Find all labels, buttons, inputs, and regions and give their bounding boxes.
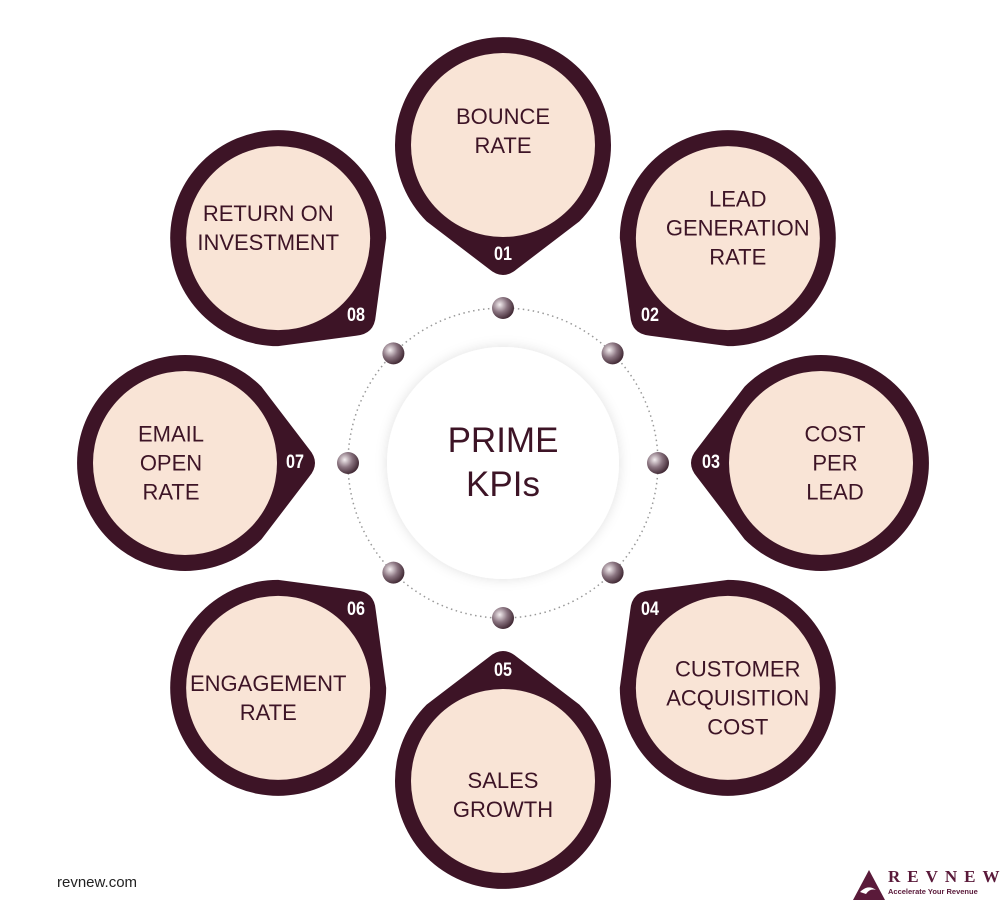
- center-title: PRIME KPIs: [448, 419, 559, 507]
- logo-brand: REVNEW: [888, 867, 1004, 886]
- kpi-label: COST PER LEAD: [745, 420, 925, 507]
- kpi-label-line: CUSTOMER: [675, 656, 801, 682]
- center-circle: [387, 347, 619, 579]
- kpi-label: SALES GROWTH: [413, 766, 593, 824]
- kpi-label: LEAD GENERATION RATE: [648, 185, 828, 272]
- kpi-label-line: PER: [812, 450, 858, 476]
- bubble-fill: [186, 146, 371, 331]
- kpi-label-line: RATE: [239, 699, 297, 725]
- kpi-label-line: RETURN ON: [202, 201, 334, 227]
- kpi-bubble-05: [395, 651, 611, 889]
- title-line: PRIME: [447, 421, 559, 460]
- bubble-fill: [729, 371, 913, 555]
- kpi-bubble-06: [170, 579, 387, 796]
- kpi-label-line: LEAD: [806, 479, 864, 505]
- orbit-sphere: [492, 297, 514, 319]
- kpi-number: 08: [346, 304, 365, 326]
- bubble-fill: [635, 146, 820, 331]
- kpi-label-line: ACQUISITION: [666, 685, 810, 711]
- bubble-fill: [186, 595, 371, 780]
- kpi-number: 05: [494, 660, 512, 681]
- kpi-number: 04: [641, 599, 660, 621]
- kpi-label-line: OPEN: [139, 450, 203, 476]
- orbit-sphere: [337, 452, 359, 474]
- logo-tagline: Accelerate Your Revenue: [888, 887, 978, 896]
- orbit-sphere: [382, 561, 405, 584]
- kpi-bubble-08: [170, 130, 387, 347]
- orbit-sphere: [492, 607, 514, 629]
- footer-url: revnew.com: [57, 874, 138, 891]
- kpi-label-line: GENERATION: [665, 215, 810, 241]
- bubble-fill: [411, 689, 595, 873]
- orbit-sphere: [601, 342, 624, 365]
- kpi-label-line: BOUNCE: [455, 104, 551, 129]
- kpi-label: BOUNCE RATE: [413, 102, 593, 160]
- kpi-label-line: COST: [804, 421, 866, 447]
- kpi-label: EMAIL OPEN RATE: [81, 420, 261, 507]
- kpi-bubble-01: [395, 37, 611, 276]
- bubble-fill: [635, 595, 820, 780]
- kpi-number: 01: [494, 244, 512, 265]
- kpi-label-line: GROWTH: [452, 797, 554, 822]
- bubble-fill: [411, 53, 595, 237]
- kpi-number: 03: [702, 452, 720, 473]
- kpi-label-line: ENGAGEMENT: [190, 670, 347, 696]
- kpi-label-line: EMAIL: [137, 421, 205, 447]
- kpi-bubble-02: [619, 130, 836, 347]
- revnew-logo: REVNEW Accelerate Your Revenue: [852, 866, 1002, 906]
- bubble-fill: [93, 371, 277, 555]
- kpi-label-line: RATE: [709, 244, 767, 270]
- kpi-label: CUSTOMER ACQUISITION COST: [648, 654, 828, 741]
- logo-mountain-icon: [853, 870, 885, 900]
- orbit-sphere: [647, 452, 669, 474]
- kpi-number: 02: [641, 304, 660, 326]
- kpi-label-line: SALES: [467, 768, 539, 793]
- kpi-label: ENGAGEMENT RATE: [178, 669, 358, 727]
- kpi-label-line: INVESTMENT: [197, 230, 340, 256]
- kpi-bubble-04: [619, 579, 836, 796]
- kpi-label-line: COST: [707, 714, 769, 740]
- title-line: KPIs: [466, 465, 540, 504]
- kpi-label-line: LEAD: [709, 186, 767, 212]
- kpi-bubble-07: [77, 355, 315, 571]
- kpi-label-line: RATE: [142, 479, 200, 505]
- kpi-number: 07: [286, 452, 304, 473]
- kpi-bubble-03: [691, 355, 929, 571]
- kpi-label: RETURN ON INVESTMENT: [178, 199, 358, 257]
- kpi-label-line: RATE: [474, 133, 532, 158]
- kpi-number: 06: [346, 599, 365, 621]
- orbit-sphere: [382, 342, 405, 365]
- orbit-sphere: [601, 561, 624, 584]
